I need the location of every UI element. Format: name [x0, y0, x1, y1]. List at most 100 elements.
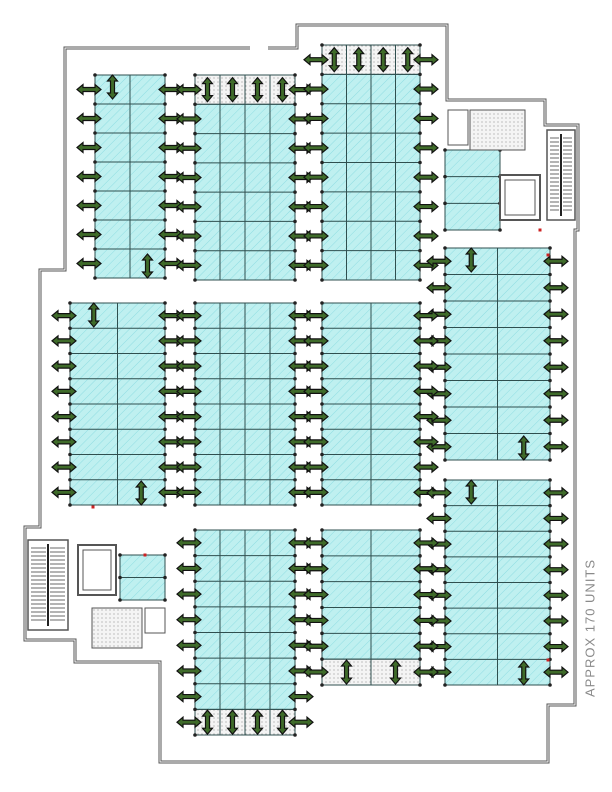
double-arrow-icon	[176, 410, 202, 423]
column-post	[293, 131, 297, 136]
double-arrow-icon	[413, 170, 439, 184]
double-arrow-icon	[176, 83, 202, 96]
double-arrow-icon	[413, 141, 439, 155]
column-post	[68, 452, 72, 457]
elevator-right	[499, 174, 541, 221]
column-post	[418, 248, 422, 253]
double-arrow-icon	[106, 74, 119, 100]
column-post	[293, 579, 297, 584]
column-post	[293, 553, 297, 558]
double-arrow-icon	[176, 639, 202, 652]
column-post	[320, 101, 324, 106]
double-arrow-icon	[543, 512, 569, 525]
column-post	[548, 272, 552, 277]
column-post	[548, 503, 552, 508]
double-arrow-icon	[176, 562, 202, 575]
column-post	[418, 190, 422, 194]
double-arrow-icon	[464, 479, 478, 505]
column-post	[163, 247, 167, 251]
double-arrow-icon	[76, 170, 102, 183]
column-post	[443, 272, 447, 277]
column-post	[93, 276, 97, 280]
column-post	[93, 102, 97, 106]
column-post	[443, 555, 447, 559]
double-arrow-icon	[176, 486, 202, 499]
double-arrow-icon	[413, 588, 439, 601]
column-post	[320, 326, 324, 331]
double-arrow-icon	[413, 229, 439, 243]
column-post	[193, 528, 197, 532]
column-post	[163, 73, 167, 77]
column-post	[293, 528, 297, 532]
double-arrow-icon	[413, 536, 439, 550]
double-arrow-icon	[288, 715, 314, 729]
column-post	[293, 681, 297, 686]
double-arrow-icon	[303, 410, 329, 423]
column-post	[293, 190, 297, 194]
column-post	[193, 326, 197, 331]
double-arrow-icon	[517, 660, 531, 686]
column-post	[418, 219, 422, 224]
column-post	[163, 477, 167, 482]
column-post	[320, 554, 324, 558]
double-arrow-icon	[303, 614, 329, 627]
outer-wall-inner	[24, 24, 579, 763]
double-arrow-icon	[517, 435, 531, 461]
double-arrow-icon	[176, 200, 202, 214]
column-post	[193, 376, 197, 381]
double-arrow-icon	[303, 486, 329, 499]
column-post	[193, 402, 197, 406]
column-post	[193, 656, 197, 660]
double-arrow-icon	[303, 112, 329, 125]
double-arrow-icon	[543, 640, 569, 653]
column-post	[293, 278, 297, 282]
double-arrow-icon	[201, 709, 214, 736]
column-post	[443, 606, 447, 610]
double-arrow-icon	[413, 435, 439, 449]
double-arrow-icon	[303, 665, 329, 679]
column-post	[418, 657, 422, 661]
column-post	[163, 218, 167, 222]
storage-block	[68, 301, 167, 507]
column-post	[68, 402, 72, 406]
storage-block	[320, 43, 422, 282]
stairwell-left	[27, 539, 69, 631]
column-post	[320, 43, 324, 47]
double-arrow-icon	[176, 460, 202, 474]
column-post	[163, 402, 167, 406]
column-post	[193, 102, 197, 107]
column-post	[93, 189, 97, 193]
door-room	[447, 109, 469, 146]
double-arrow-icon	[543, 440, 569, 454]
double-arrow-icon	[51, 410, 77, 423]
column-post	[68, 301, 72, 305]
column-post	[293, 351, 297, 356]
storage-block	[118, 553, 167, 602]
column-post	[163, 575, 167, 580]
double-arrow-icon	[76, 257, 102, 270]
double-arrow-icon	[303, 562, 329, 576]
double-arrow-icon	[413, 410, 439, 423]
double-arrow-icon	[303, 460, 329, 474]
column-post	[320, 131, 324, 135]
column-post	[163, 189, 167, 193]
column-post	[68, 503, 72, 507]
double-arrow-icon	[87, 302, 101, 328]
double-arrow-icon	[543, 413, 569, 427]
column-post	[418, 528, 422, 532]
double-arrow-icon	[303, 334, 329, 348]
column-post	[548, 580, 552, 585]
double-arrow-icon	[226, 76, 239, 103]
column-post	[193, 278, 197, 282]
double-arrow-icon	[176, 309, 202, 322]
column-post	[193, 219, 197, 224]
double-arrow-icon	[413, 460, 439, 474]
double-arrow-icon	[413, 309, 439, 322]
double-arrow-icon	[51, 486, 77, 499]
double-arrow-icon	[389, 659, 402, 686]
double-arrow-icon	[76, 228, 102, 241]
storage-blocks	[68, 43, 552, 737]
column-post	[443, 478, 447, 482]
